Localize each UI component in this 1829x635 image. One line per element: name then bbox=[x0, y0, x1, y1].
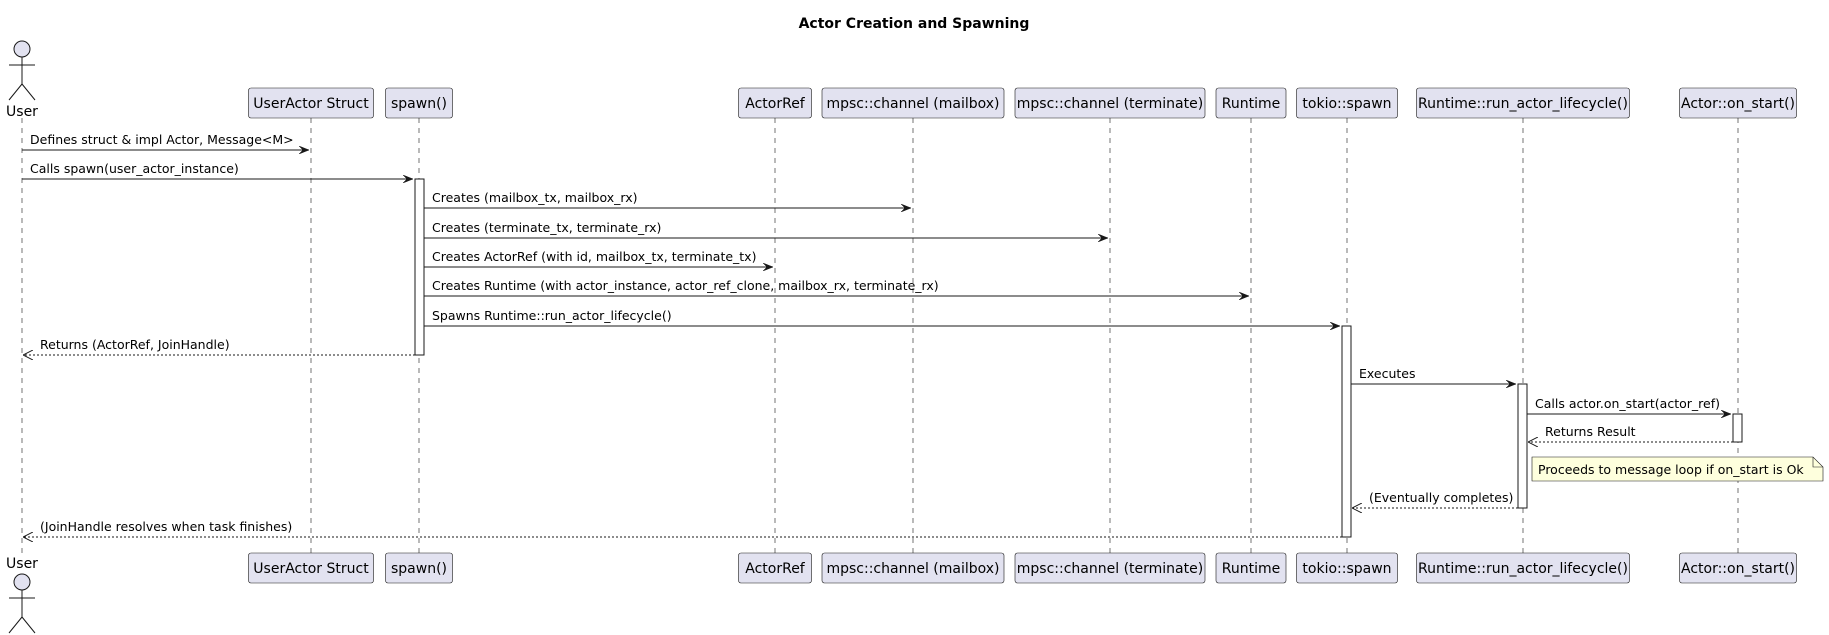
participant-runtime-bottom: Runtime bbox=[1215, 552, 1287, 584]
activation-tokio bbox=[1341, 325, 1352, 538]
participant-label-onstart-bottom: Actor::on_start() bbox=[1681, 561, 1795, 577]
participant-terminate-top: mpsc::channel (terminate) bbox=[1014, 87, 1206, 119]
participant-label-tokio-bottom: tokio::spawn bbox=[1302, 561, 1391, 577]
participant-label-actorref-top: ActorRef bbox=[745, 96, 806, 112]
message-label-9: Executes bbox=[1359, 366, 1416, 381]
participant-label-terminate-top: mpsc::channel (terminate) bbox=[1017, 96, 1203, 112]
note: Proceeds to message loop if on_start is … bbox=[1531, 456, 1824, 482]
participant-label-mailbox-top: mpsc::channel (mailbox) bbox=[826, 96, 999, 112]
activation-lifecycle bbox=[1517, 383, 1528, 509]
participant-lifecycle-bottom: Runtime::run_actor_lifecycle() bbox=[1416, 552, 1630, 584]
actor-user-top: User bbox=[6, 40, 38, 120]
participant-label-spawn-top: spawn() bbox=[391, 96, 447, 112]
participant-spawn-bottom: spawn() bbox=[385, 552, 453, 584]
participant-label-tokio-top: tokio::spawn bbox=[1302, 96, 1391, 112]
participant-label-mailbox-bottom: mpsc::channel (mailbox) bbox=[826, 561, 999, 577]
message-13: (JoinHandle resolves when task finishes) bbox=[23, 519, 1342, 537]
message-5: Creates ActorRef (with id, mailbox_tx, t… bbox=[424, 249, 773, 267]
message-label-13: (JoinHandle resolves when task finishes) bbox=[40, 519, 292, 534]
participant-lifecycle-top: Runtime::run_actor_lifecycle() bbox=[1416, 87, 1630, 119]
message-11: Returns Result bbox=[1528, 424, 1733, 442]
participant-actorref-bottom: ActorRef bbox=[738, 552, 812, 584]
message-label-4: Creates (terminate_tx, terminate_rx) bbox=[432, 220, 661, 235]
participant-useractor-bottom: UserActor Struct bbox=[248, 552, 374, 584]
participant-onstart-top: Actor::on_start() bbox=[1679, 87, 1797, 119]
participant-label-actorref-bottom: ActorRef bbox=[745, 561, 806, 577]
participant-label-lifecycle-top: Runtime::run_actor_lifecycle() bbox=[1418, 96, 1628, 112]
participant-useractor-top: UserActor Struct bbox=[248, 87, 374, 119]
message-1: Defines struct & impl Actor, Message<M> bbox=[22, 132, 309, 150]
message-label-11: Returns Result bbox=[1545, 424, 1636, 439]
message-4: Creates (terminate_tx, terminate_rx) bbox=[424, 220, 1108, 238]
participant-label-onstart-top: Actor::on_start() bbox=[1681, 96, 1795, 112]
activation-spawn bbox=[414, 178, 425, 356]
message-label-3: Creates (mailbox_tx, mailbox_rx) bbox=[432, 190, 637, 205]
participant-label-lifecycle-bottom: Runtime::run_actor_lifecycle() bbox=[1418, 561, 1628, 577]
message-label-8: Returns (ActorRef, JoinHandle) bbox=[40, 337, 230, 352]
message-9: Executes bbox=[1351, 366, 1516, 384]
participant-tokio-top: tokio::spawn bbox=[1296, 87, 1398, 119]
activation-onstart bbox=[1732, 413, 1743, 443]
message-label-5: Creates ActorRef (with id, mailbox_tx, t… bbox=[432, 249, 756, 264]
message-6: Creates Runtime (with actor_instance, ac… bbox=[424, 278, 1249, 296]
diagram-title: Actor Creation and Spawning bbox=[799, 16, 1030, 32]
participant-label-runtime-top: Runtime bbox=[1222, 96, 1280, 112]
participant-label-terminate-bottom: mpsc::channel (terminate) bbox=[1017, 561, 1203, 577]
message-label-12: (Eventually completes) bbox=[1369, 490, 1513, 505]
actor-user-label-bottom: User bbox=[6, 556, 38, 572]
participant-terminate-bottom: mpsc::channel (terminate) bbox=[1014, 552, 1206, 584]
message-label-1: Defines struct & impl Actor, Message<M> bbox=[30, 132, 294, 147]
participant-label-spawn-bottom: spawn() bbox=[391, 561, 447, 577]
participant-runtime-top: Runtime bbox=[1215, 87, 1287, 119]
message-10: Calls actor.on_start(actor_ref) bbox=[1527, 396, 1731, 414]
participant-spawn-top: spawn() bbox=[385, 87, 453, 119]
message-label-10: Calls actor.on_start(actor_ref) bbox=[1535, 396, 1720, 411]
participant-actorref-top: ActorRef bbox=[738, 87, 812, 119]
message-label-6: Creates Runtime (with actor_instance, ac… bbox=[432, 278, 939, 293]
participant-label-useractor-top: UserActor Struct bbox=[253, 96, 369, 112]
message-label-2: Calls spawn(user_actor_instance) bbox=[30, 161, 239, 176]
actor-user-bottom: User bbox=[6, 556, 38, 634]
message-3: Creates (mailbox_tx, mailbox_rx) bbox=[424, 190, 911, 208]
note-text: Proceeds to message loop if on_start is … bbox=[1538, 462, 1804, 477]
participant-label-runtime-bottom: Runtime bbox=[1222, 561, 1280, 577]
message-7: Spawns Runtime::run_actor_lifecycle() bbox=[424, 308, 1340, 326]
participant-tokio-bottom: tokio::spawn bbox=[1296, 552, 1398, 584]
message-12: (Eventually completes) bbox=[1352, 490, 1518, 508]
message-label-7: Spawns Runtime::run_actor_lifecycle() bbox=[432, 308, 672, 323]
participant-mailbox-bottom: mpsc::channel (mailbox) bbox=[821, 552, 1005, 584]
actor-user-label-top: User bbox=[6, 104, 38, 120]
message-8: Returns (ActorRef, JoinHandle) bbox=[23, 337, 415, 355]
participant-label-useractor-bottom: UserActor Struct bbox=[253, 561, 369, 577]
participant-onstart-bottom: Actor::on_start() bbox=[1679, 552, 1797, 584]
participant-mailbox-top: mpsc::channel (mailbox) bbox=[821, 87, 1005, 119]
message-2: Calls spawn(user_actor_instance) bbox=[22, 161, 413, 179]
